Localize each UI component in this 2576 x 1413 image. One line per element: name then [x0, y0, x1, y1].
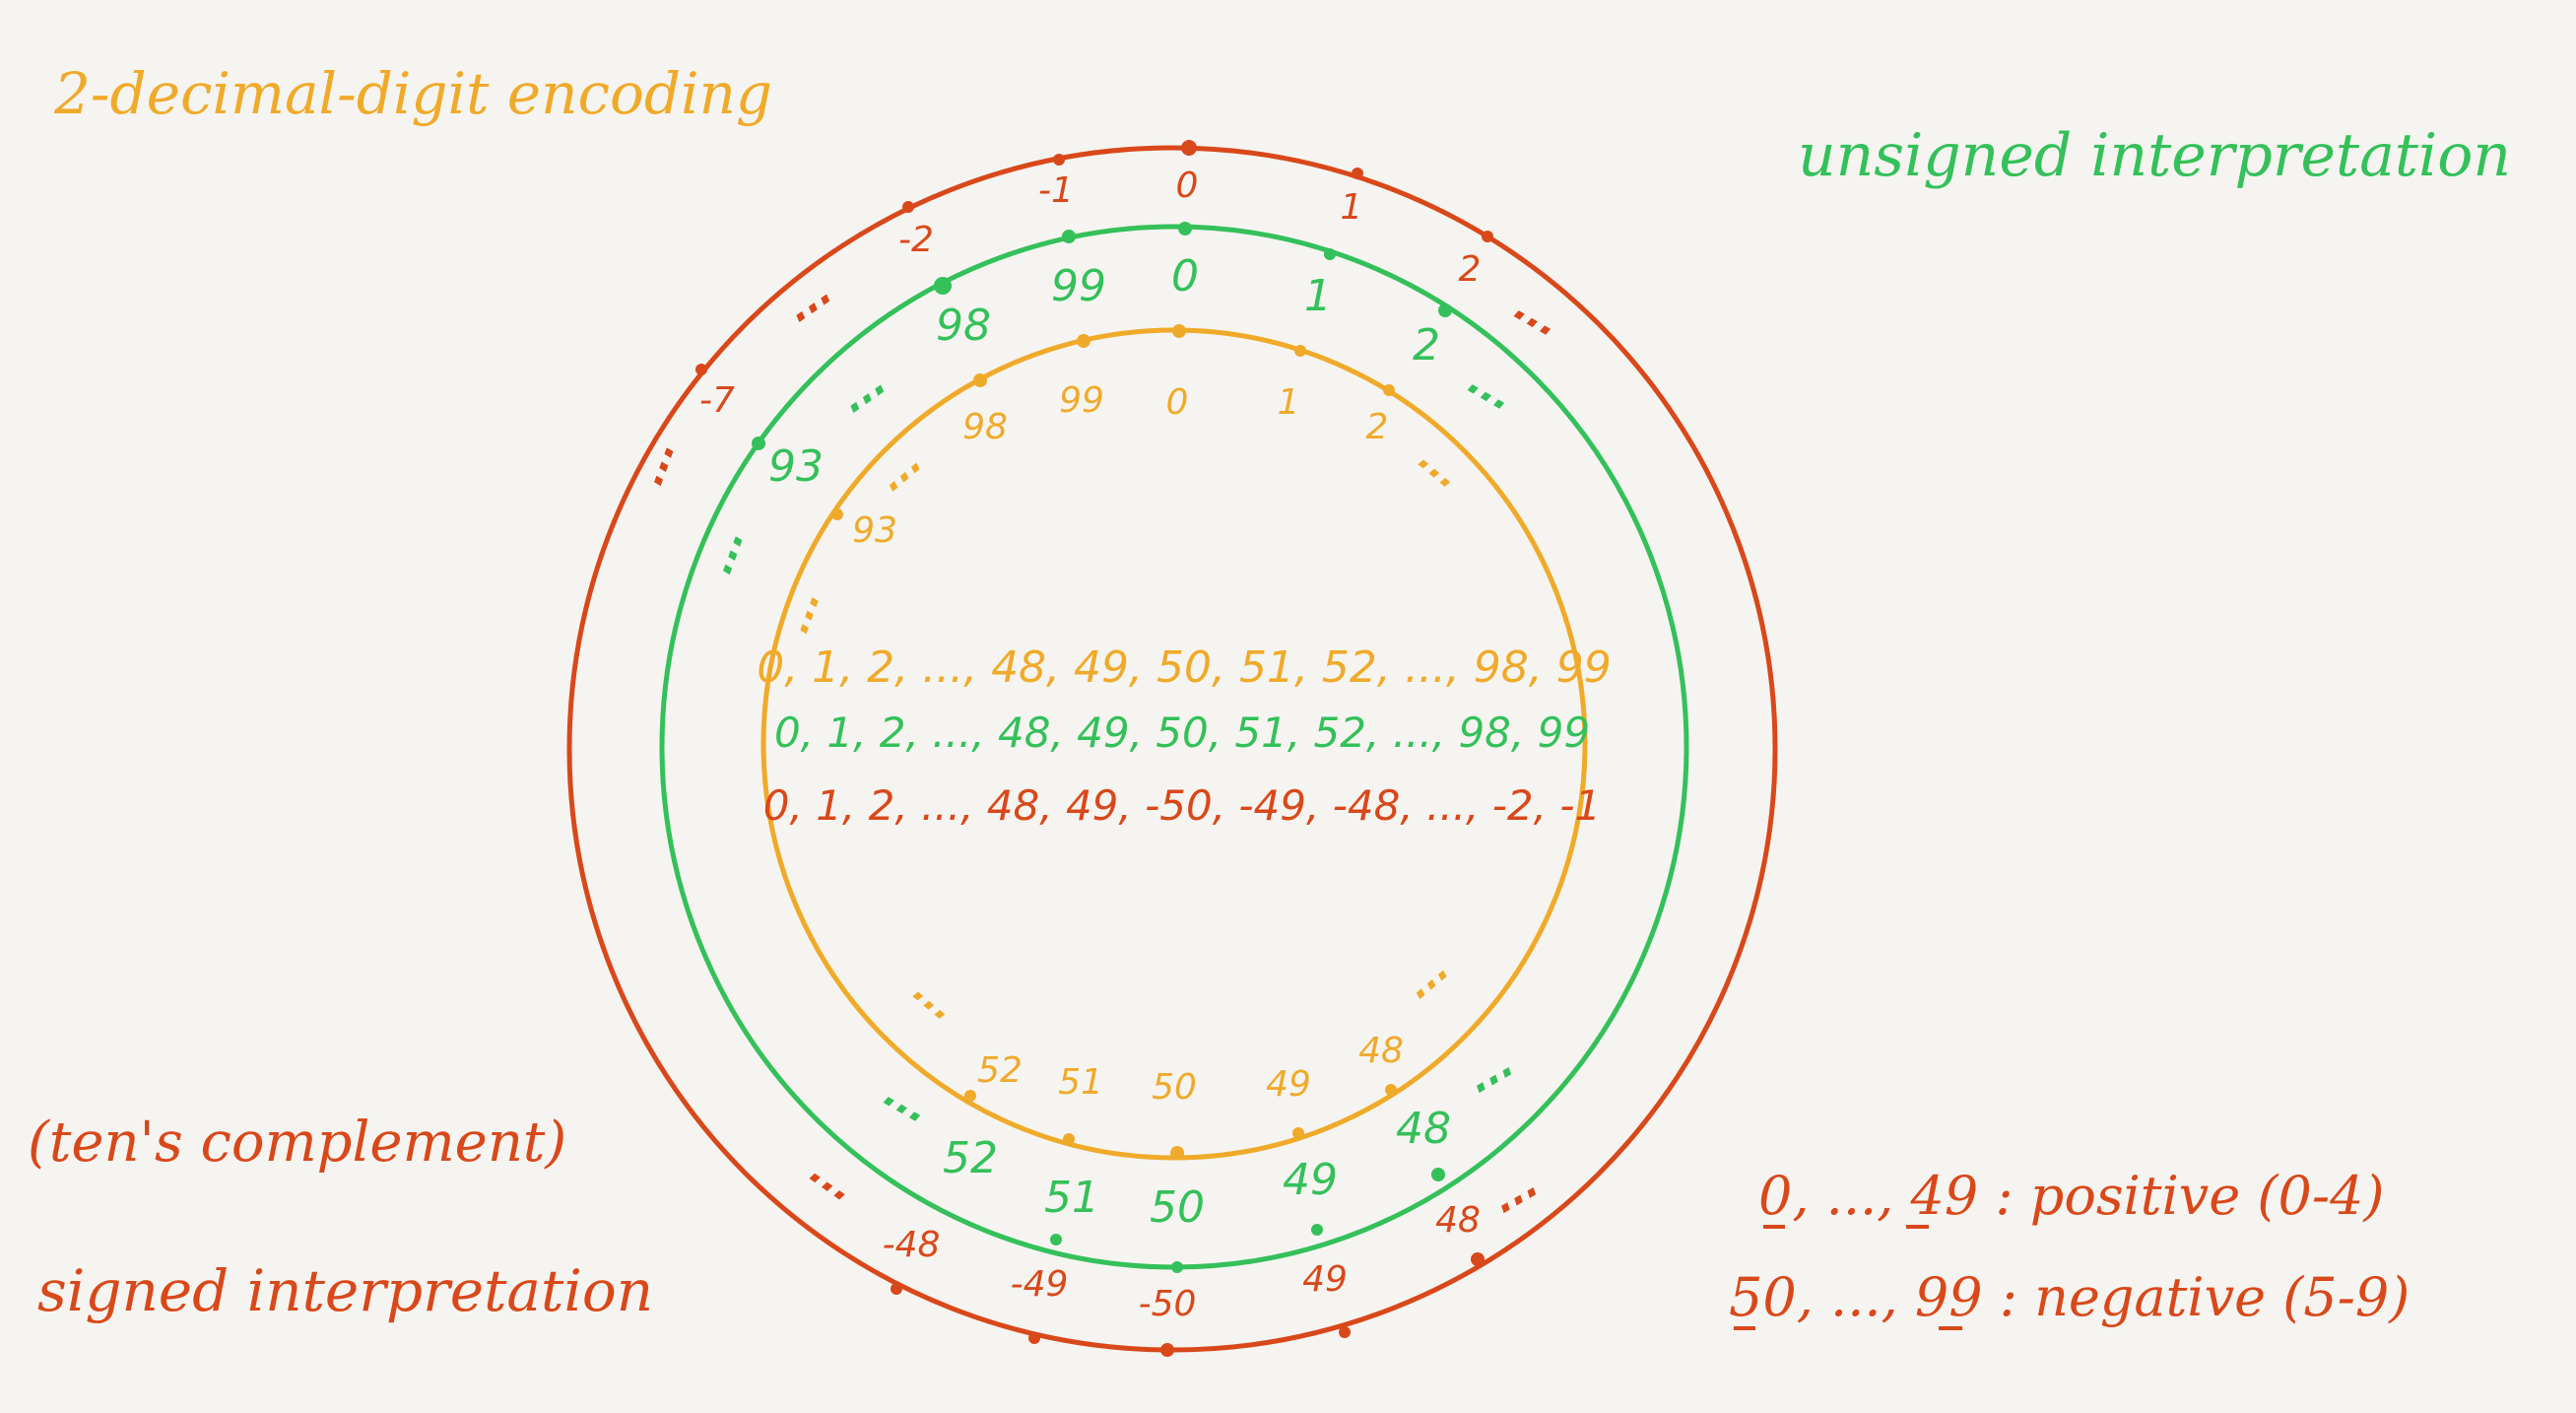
signed-label-minus-2: -2: [898, 220, 934, 260]
unsigned-ring-dots: [752, 222, 1452, 1273]
ring-dot: [1385, 1084, 1397, 1096]
ring-dot: [902, 201, 914, 213]
ring-dot: [1324, 248, 1336, 260]
encoding-sequence: 0, 1, 2, ..., 48, 49, 50, 51, 52, ..., 9…: [757, 642, 1612, 693]
encoding-heading: 2-decimal-digit encoding: [53, 60, 772, 127]
signed-label-1: 1: [1341, 187, 1363, 228]
unsigned-heading: unsigned interpretation: [1798, 121, 2511, 190]
encoding-ellipsis: ...: [870, 438, 930, 500]
encoding-label-49: 49: [1266, 1064, 1311, 1105]
ring-dot: [1028, 1332, 1040, 1344]
ring-dot: [1352, 168, 1363, 179]
signed-label-minus-49: -49: [1011, 1264, 1069, 1305]
unsigned-label-48: 48: [1396, 1104, 1451, 1154]
encoding-label-2: 2: [1366, 407, 1389, 447]
ring-dot: [1062, 230, 1076, 243]
encoding-ring-dots: [831, 324, 1397, 1160]
unsigned-label-98: 98: [936, 301, 991, 351]
unsigned-ellipsis: ...: [695, 522, 754, 580]
ring-dot: [1063, 1133, 1075, 1145]
ring-dot: [1160, 1343, 1174, 1357]
unsigned-label-0: 0: [1171, 251, 1199, 302]
encoding-label-99: 99: [1059, 380, 1104, 421]
ring-dot: [891, 1283, 902, 1295]
encoding-label-50: 50: [1152, 1067, 1197, 1108]
ring-dot: [1181, 140, 1197, 156]
ring-dot: [1170, 1146, 1184, 1160]
signed-label-minus-1: -1: [1038, 170, 1074, 211]
unsigned-label-49: 49: [1283, 1155, 1338, 1205]
signed-label-2: 2: [1459, 249, 1482, 290]
encoding-label-0: 0: [1166, 382, 1189, 423]
ring-dot: [973, 373, 987, 387]
signed-label-minus-7: -7: [699, 380, 735, 421]
ring-dot: [1383, 384, 1395, 396]
signed-ellipsis: ...: [777, 268, 840, 331]
unsigned-ellipsis: ...: [831, 359, 894, 422]
ring-dot: [1339, 1326, 1351, 1338]
ring-dot: [1471, 1252, 1485, 1266]
unsigned-label-99: 99: [1051, 261, 1106, 311]
signed-ellipsis: ...: [802, 1149, 865, 1212]
ring-dot: [1171, 1261, 1183, 1273]
ring-dot: [1050, 1234, 1062, 1245]
unsigned-label-51: 51: [1044, 1173, 1099, 1223]
unsigned-label-93: 93: [768, 441, 824, 492]
ring-dot: [934, 277, 952, 295]
encoding-label-93: 93: [852, 510, 897, 551]
ring-dot: [695, 364, 707, 375]
ring-dot: [1311, 1224, 1323, 1236]
signed-label-minus-48: -48: [883, 1225, 941, 1265]
unsigned-label-2: 2: [1413, 320, 1440, 370]
signed-label-48: 48: [1435, 1200, 1481, 1241]
unsigned-ellipsis: ...: [1461, 359, 1522, 421]
ring-dot: [964, 1090, 976, 1102]
unsigned-label-50: 50: [1150, 1182, 1205, 1233]
unsigned-ellipsis: ...: [1460, 1041, 1521, 1103]
encoding-ellipsis: ...: [905, 969, 965, 1030]
unsigned-label-1: 1: [1304, 271, 1332, 321]
signed-ellipsis: ...: [1507, 285, 1568, 347]
ring-dot: [1053, 154, 1065, 166]
signed-ellipsis: ...: [1485, 1161, 1546, 1223]
ring-dot: [1431, 1168, 1445, 1181]
ring-dot: [831, 508, 843, 520]
ring-dot: [1438, 303, 1452, 317]
encoding-label-51: 51: [1058, 1062, 1103, 1103]
signed-label-minus-50: -50: [1139, 1284, 1197, 1324]
encoding-label-98: 98: [962, 407, 1008, 447]
signed-ellipsis: ...: [627, 434, 685, 492]
ring-dot: [1294, 345, 1306, 357]
complement-heading: (ten's complement): [28, 1110, 566, 1175]
ring-dot: [1077, 334, 1090, 348]
negative-range-legend: 50, ..., 99 : negative (5-9): [1729, 1266, 2410, 1328]
signed-ring-dots: [695, 140, 1493, 1357]
signed-label-0: 0: [1176, 166, 1199, 206]
encoding-label-52: 52: [977, 1050, 1023, 1091]
ring-dot: [1172, 324, 1186, 338]
signed-sequence: 0, 1, 2, ..., 48, 49, -50, -49, -48, ...…: [763, 781, 1601, 830]
ring-dot: [1292, 1127, 1304, 1139]
signed-label-49: 49: [1302, 1259, 1348, 1300]
encoding-ellipsis: ...: [1397, 946, 1457, 1007]
signed-heading: signed interpretation: [37, 1257, 653, 1324]
positive-range-legend: 0, ..., 49 : positive (0-4): [1758, 1165, 2385, 1227]
unsigned-ellipsis: ...: [877, 1071, 938, 1133]
unsigned-sequence: 0, 1, 2, ..., 48, 49, 50, 51, 52, ..., 9…: [774, 708, 1590, 757]
encoding-label-1: 1: [1278, 382, 1300, 423]
ring-dot: [1178, 222, 1192, 236]
encoding-label-48: 48: [1358, 1031, 1404, 1071]
ring-dot: [1482, 231, 1493, 242]
unsigned-label-52: 52: [943, 1133, 998, 1183]
ring-dot: [752, 437, 765, 450]
